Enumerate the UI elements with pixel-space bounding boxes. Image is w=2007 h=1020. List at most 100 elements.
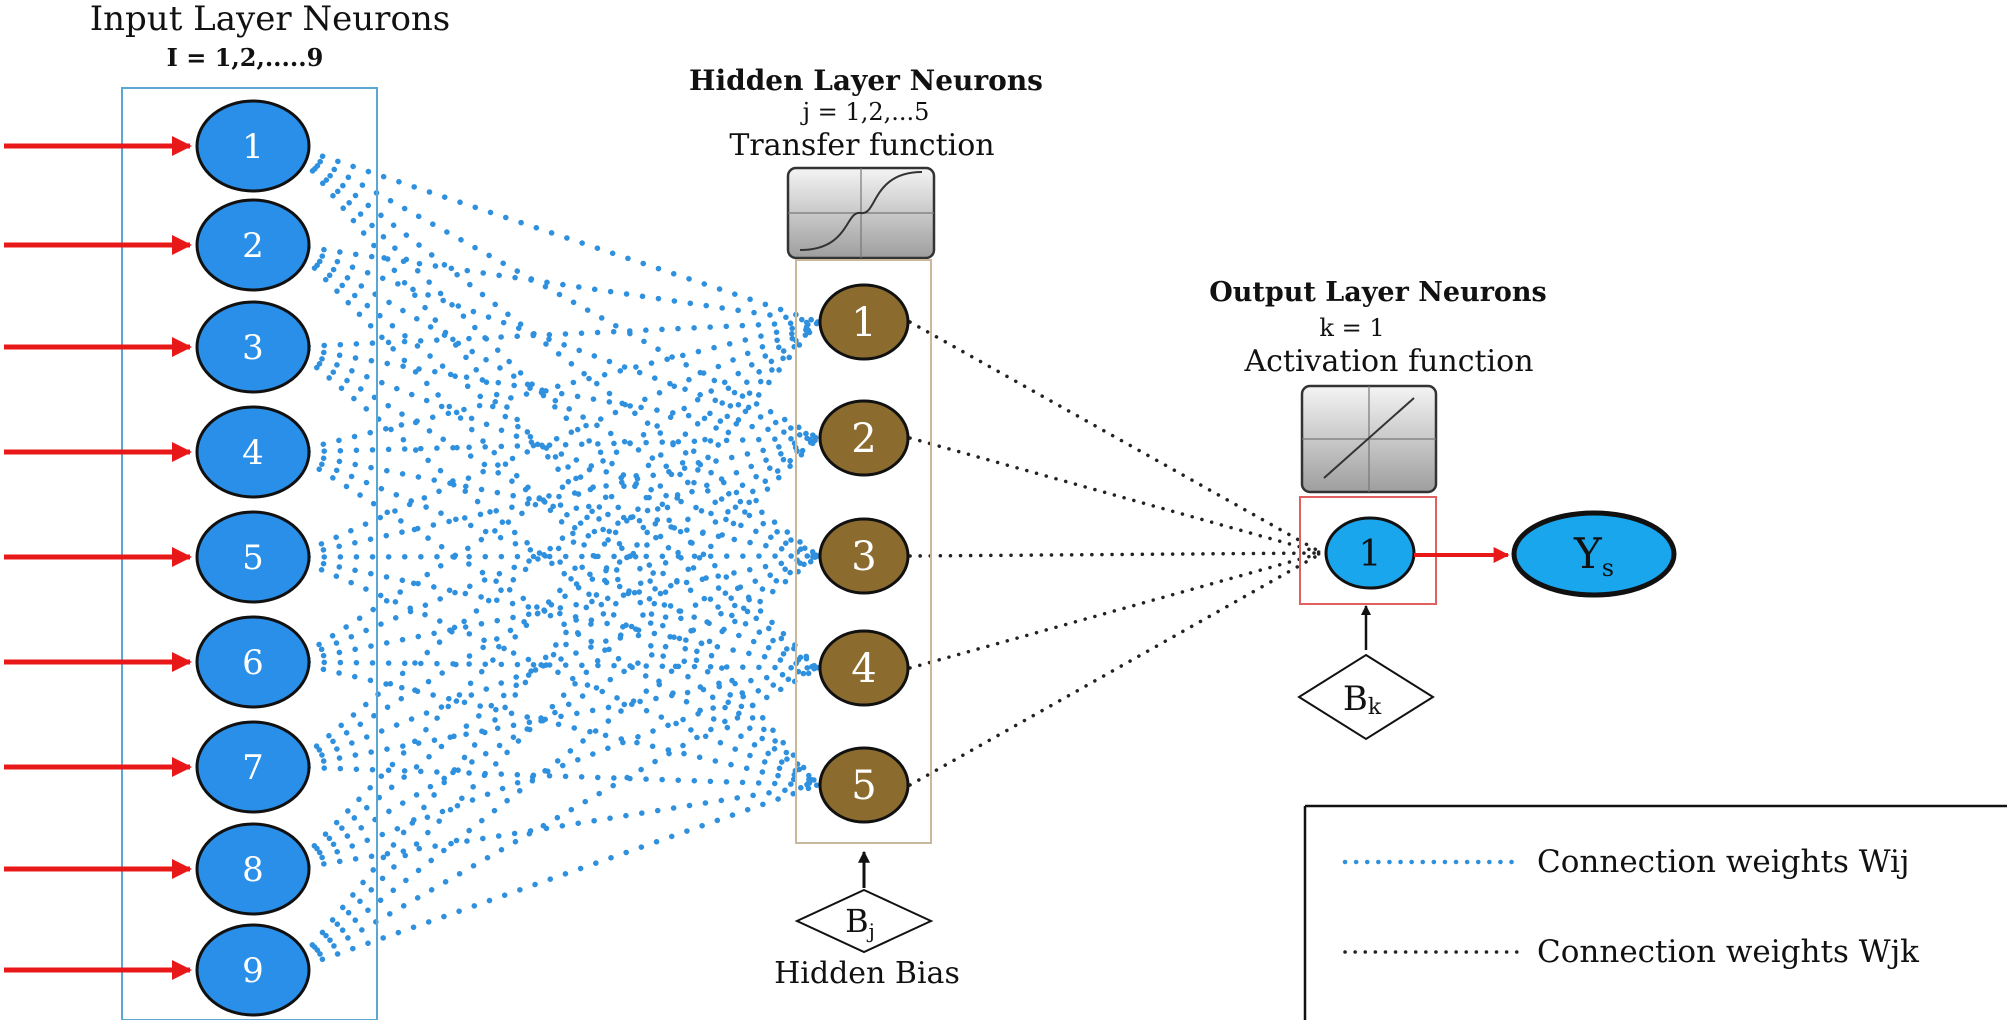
input-neuron-5: 5 (195, 510, 311, 604)
output-bias-symbol: B (1343, 679, 1368, 719)
input-neuron-label: 8 (242, 850, 264, 890)
hidden-bias-node: Bj (794, 888, 934, 954)
wij-line (289, 242, 821, 559)
wjk-line (908, 551, 1324, 670)
wij-line (289, 435, 821, 665)
hidden-neuron-3: 3 (818, 517, 910, 595)
hidden-neurons: 1 2 3 4 5 (818, 283, 910, 824)
input-neuron-label: 2 (242, 226, 264, 266)
hidden-layer-index-label: j = 1,2,...5 (800, 98, 930, 126)
input-neuron-label: 5 (242, 538, 264, 578)
wij-line (289, 319, 821, 872)
wij-line (289, 435, 821, 973)
svg-text:Ys: Ys (1573, 529, 1614, 582)
activation-function-label: Activation function (1243, 344, 1533, 379)
wij-line (289, 764, 821, 788)
output-neuron-1: 1 (1324, 516, 1416, 590)
wij-line (289, 659, 821, 788)
input-layer-frame (121, 87, 378, 1020)
wij-line (289, 143, 821, 325)
wjk-connections (908, 320, 1324, 787)
wij-line (289, 554, 821, 788)
wij-line (289, 344, 821, 441)
wij-line (289, 143, 821, 559)
output-bias-node: Bk (1297, 653, 1435, 741)
wij-line (289, 319, 821, 560)
output-layer-index-label: k = 1 (1319, 314, 1384, 342)
wij-line (289, 319, 821, 973)
hidden-layer-frame (795, 259, 932, 844)
svg-text:Bj: Bj (845, 902, 875, 943)
wij-line (289, 344, 821, 671)
input-neuron-label: 6 (242, 643, 264, 683)
input-neuron-label: 4 (242, 433, 264, 473)
activation-function-icon (1300, 384, 1438, 494)
input-neuron-2: 2 (195, 198, 311, 292)
hidden-neuron-4: 4 (818, 629, 910, 707)
wij-line (289, 344, 821, 788)
input-neuron-4: 4 (195, 405, 311, 499)
output-layer-frame (1299, 496, 1437, 605)
input-neurons: 1 2 3 4 5 6 7 8 9 (195, 99, 311, 1017)
input-neuron-label: 1 (242, 127, 264, 167)
wij-line (289, 242, 821, 325)
wij-line (289, 554, 821, 671)
input-neuron-3: 3 (195, 300, 311, 394)
hidden-neuron-label: 3 (851, 534, 876, 580)
wij-line (289, 659, 821, 671)
output-ys-node: Ys (1511, 510, 1677, 598)
wij-line (289, 435, 821, 560)
wij-line (289, 782, 821, 973)
output-layer-title: Output Layer Neurons (1209, 277, 1547, 308)
svg-text:Bk: Bk (1343, 679, 1382, 720)
wij-line (289, 665, 821, 872)
wij-line (289, 553, 821, 560)
hidden-neuron-label: 2 (851, 416, 876, 462)
input-neuron-9: 9 (195, 923, 311, 1017)
input-layer-title: Input Layer Neurons (90, 0, 451, 39)
wij-line (289, 143, 821, 788)
wij-line (289, 553, 821, 973)
wij-line (289, 242, 821, 671)
wjk-line (908, 320, 1324, 555)
wjk-line (908, 436, 1324, 555)
hidden-neuron-2: 2 (818, 399, 910, 477)
wij-line (289, 242, 821, 441)
input-neuron-label: 7 (242, 748, 264, 788)
wij-line (289, 553, 821, 872)
wij-line (289, 319, 821, 770)
hidden-bias-subscript: j (867, 919, 875, 943)
wij-line (289, 665, 821, 973)
wij-line (289, 143, 821, 671)
wij-line (289, 435, 821, 770)
wjk-line (908, 551, 1324, 787)
output-subscript: s (1602, 554, 1614, 582)
wij-line (289, 344, 821, 559)
wij-line (289, 242, 821, 788)
wij-line (289, 143, 821, 441)
hidden-neuron-5: 5 (818, 746, 910, 824)
input-neuron-label: 3 (242, 328, 264, 368)
legend-label-1: Connection weights Wij (1537, 844, 1910, 880)
transfer-function-label: Transfer function (729, 128, 994, 163)
output-neuron-label: 1 (1359, 534, 1382, 575)
input-neuron-label: 9 (242, 951, 264, 991)
output-symbol: Y (1573, 529, 1603, 578)
wij-line (289, 319, 821, 455)
output-bias-subscript: k (1368, 695, 1382, 720)
hidden-neuron-label: 1 (851, 300, 876, 346)
wij-line (289, 782, 821, 872)
legend-label-2: Connection weights Wjk (1537, 934, 1919, 970)
hidden-bias-symbol: B (845, 902, 869, 940)
hidden-layer-title: Hidden Layer Neurons (689, 64, 1043, 97)
wij-line (289, 553, 821, 770)
input-neuron-1: 1 (195, 99, 311, 193)
transfer-function-icon (786, 166, 936, 260)
input-neuron-8: 8 (195, 822, 311, 916)
wij-connections (289, 143, 821, 973)
wjk-line (908, 551, 1324, 558)
input-arrows (4, 136, 192, 980)
input-neuron-7: 7 (195, 720, 311, 814)
input-neuron-6: 6 (195, 615, 311, 709)
